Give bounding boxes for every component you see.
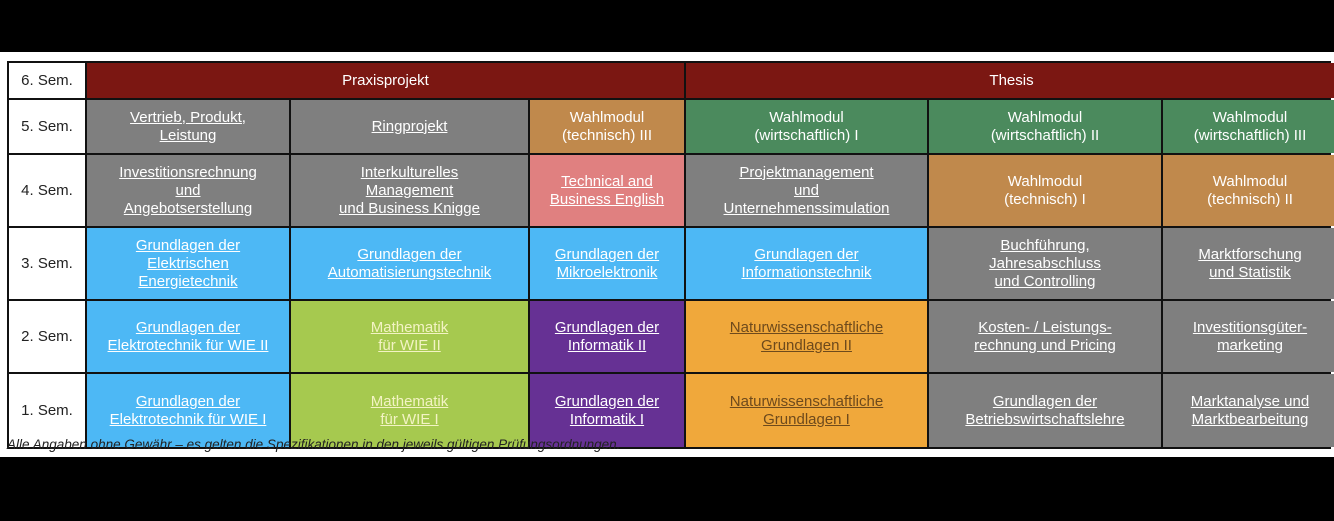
curriculum-page: 6. Sem. Praxisprojekt Thesis 5. Sem. Vertrie…: [0, 52, 1334, 457]
module-cell: Projektmanagement und Unternehmenssimula…: [686, 155, 927, 226]
module-link[interactable]: Marktanalyse und Marktbearbeitung: [1190, 392, 1310, 428]
curriculum-table: 6. Sem. Praxisprojekt Thesis 5. Sem. Vertrie…: [7, 61, 1334, 449]
module-cell: Grundlagen der Betriebswirtschaftslehre: [929, 374, 1161, 447]
semester-label: 4. Sem.: [9, 155, 85, 226]
module-link[interactable]: Naturwissenschaftliche Grundlagen I: [729, 392, 884, 428]
module-link[interactable]: Mathematik für WIE II: [370, 318, 449, 354]
module-cell: Wahlmodul (wirtschaftlich) II: [929, 100, 1161, 153]
disclaimer-text: Alle Angaben ohne Gewähr – es gelten die…: [7, 437, 621, 452]
module-cell: Wahlmodul (technisch) II: [1163, 155, 1334, 226]
module-title: Wahlmodul (wirtschaftlich) III: [1193, 108, 1307, 144]
module-title: Wahlmodul (technisch) III: [561, 108, 653, 144]
module-cell: Naturwissenschaftliche Grundlagen I: [686, 374, 927, 447]
module-link[interactable]: Grundlagen der Informationstechnik: [741, 245, 872, 281]
module-link[interactable]: Naturwissenschaftliche Grundlagen II: [729, 318, 884, 354]
module-link[interactable]: Grundlagen der Informatik II: [554, 318, 660, 354]
module-cell: Kosten- / Leistungs- rechnung und Pricin…: [929, 301, 1161, 372]
module-title: Wahlmodul (technisch) II: [1207, 172, 1293, 208]
module-title: Praxisprojekt: [342, 71, 429, 89]
module-link[interactable]: Interkulturelles Management und Business…: [339, 163, 480, 217]
module-link[interactable]: Ringprojekt: [371, 117, 448, 135]
module-cell: Marktforschung und Statistik: [1163, 228, 1334, 299]
module-cell: Wahlmodul (technisch) I: [929, 155, 1161, 226]
module-cell: Ringprojekt: [291, 100, 528, 153]
semester-label: 3. Sem.: [9, 228, 85, 299]
semester-label: 6. Sem.: [9, 63, 85, 98]
module-link[interactable]: Grundlagen der Elektrotechnik für WIE I: [109, 392, 267, 428]
module-cell: Grundlagen der Mikroelektronik: [530, 228, 684, 299]
module-cell: Mathematik für WIE II: [291, 301, 528, 372]
module-link[interactable]: Investitionsgüter- marketing: [1192, 318, 1308, 354]
module-link[interactable]: Grundlagen der Elektrischen Energietechn…: [135, 236, 241, 290]
module-cell: Wahlmodul (wirtschaftlich) III: [1163, 100, 1334, 153]
module-cell: Technical and Business English: [530, 155, 684, 226]
module-link[interactable]: Grundlagen der Elektrotechnik für WIE II: [107, 318, 269, 354]
module-cell: Grundlagen der Informatik II: [530, 301, 684, 372]
module-cell: Wahlmodul (technisch) III: [530, 100, 684, 153]
module-cell: Grundlagen der Automatisierungstechnik: [291, 228, 528, 299]
module-cell: Wahlmodul (wirtschaftlich) I: [686, 100, 927, 153]
module-title: Wahlmodul (technisch) I: [1004, 172, 1086, 208]
module-cell: Grundlagen der Informationstechnik: [686, 228, 927, 299]
module-cell: Grundlagen der Elektrischen Energietechn…: [87, 228, 289, 299]
module-link[interactable]: Technical and Business English: [549, 172, 665, 208]
module-cell: Interkulturelles Management und Business…: [291, 155, 528, 226]
module-link[interactable]: Grundlagen der Automatisierungstechnik: [327, 245, 492, 281]
module-title: Thesis: [989, 71, 1034, 89]
module-link[interactable]: Kosten- / Leistungs- rechnung und Pricin…: [974, 318, 1116, 354]
module-link[interactable]: Investitionsrechnung und Angebotserstell…: [119, 163, 257, 217]
semester-label: 2. Sem.: [9, 301, 85, 372]
module-title: Wahlmodul (wirtschaftlich) I: [754, 108, 859, 144]
module-cell: Investitionsrechnung und Angebotserstell…: [87, 155, 289, 226]
module-cell: Thesis: [686, 63, 1334, 98]
module-title: Wahlmodul (wirtschaftlich) II: [990, 108, 1100, 144]
module-cell: Grundlagen der Elektrotechnik für WIE I: [87, 374, 289, 447]
module-link[interactable]: Mathematik für WIE I: [370, 392, 449, 428]
module-cell: Investitionsgüter- marketing: [1163, 301, 1334, 372]
module-link[interactable]: Grundlagen der Informatik I: [554, 392, 660, 428]
module-link[interactable]: Buchführung, Jahresabschluss und Control…: [989, 236, 1101, 290]
module-link[interactable]: Grundlagen der Mikroelektronik: [554, 245, 660, 281]
module-cell: Vertrieb, Produkt, Leistung: [87, 100, 289, 153]
module-cell: Grundlagen der Informatik I: [530, 374, 684, 447]
module-link[interactable]: Vertrieb, Produkt, Leistung: [130, 108, 246, 144]
module-link[interactable]: Projektmanagement und Unternehmenssimula…: [723, 163, 890, 217]
module-link[interactable]: Grundlagen der Betriebswirtschaftslehre: [965, 392, 1125, 428]
module-link[interactable]: Marktforschung und Statistik: [1198, 245, 1302, 281]
semester-label: 1. Sem.: [9, 374, 85, 447]
semester-label: 5. Sem.: [9, 100, 85, 153]
module-cell: Naturwissenschaftliche Grundlagen II: [686, 301, 927, 372]
module-cell: Buchführung, Jahresabschluss und Control…: [929, 228, 1161, 299]
module-cell: Praxisprojekt: [87, 63, 684, 98]
module-cell: Mathematik für WIE I: [291, 374, 528, 447]
module-cell: Marktanalyse und Marktbearbeitung: [1163, 374, 1334, 447]
module-cell: Grundlagen der Elektrotechnik für WIE II: [87, 301, 289, 372]
